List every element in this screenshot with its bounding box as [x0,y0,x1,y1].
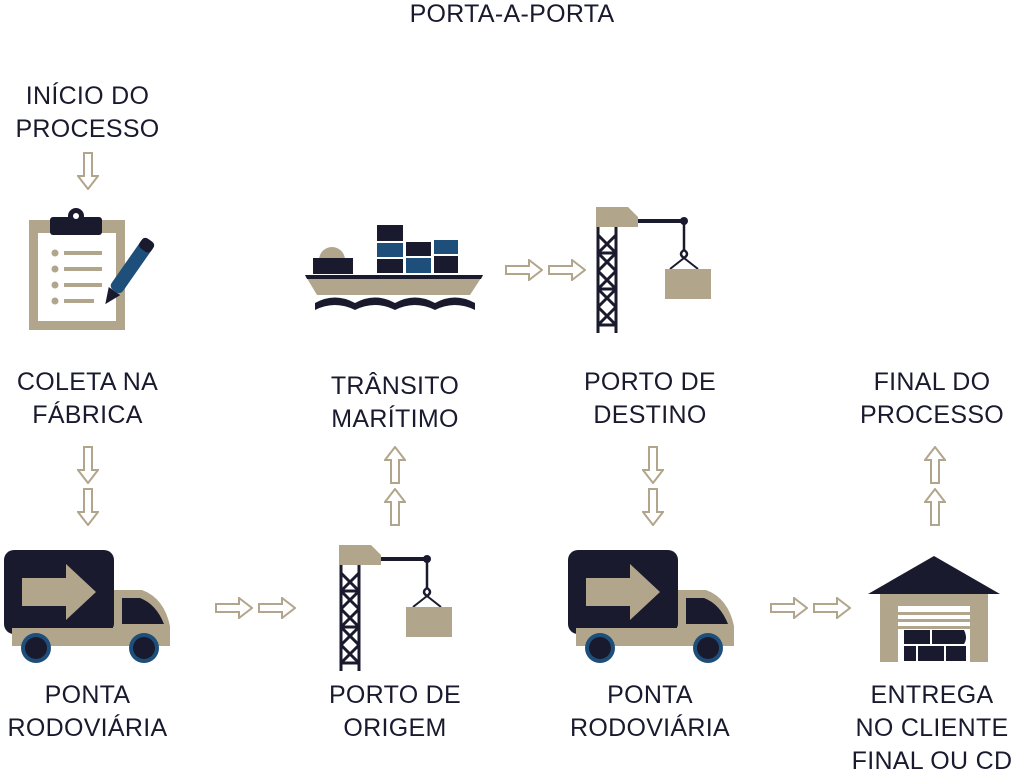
label-porto-de-origem: PORTO DE ORIGEM [300,679,490,745]
label-line: PONTA [44,681,131,709]
label-line: PONTA [607,681,693,709]
label-line: DESTINO [593,401,707,429]
label-line: INÍCIO DO [25,82,150,110]
crane-icon [339,545,452,671]
arrow-right-icon [258,597,296,619]
arrow-right-icon [770,597,808,619]
label-transito-maritimo: TRÂNSITO MARÍTIMO [300,370,490,436]
arrow-right-icon [505,259,543,281]
label-line: RODOVIÁRIA [7,714,168,742]
arrow-down-icon [77,446,99,484]
label-line: TRÂNSITO [330,372,460,400]
arrow-down-icon [642,446,664,484]
label-porto-de-destino: PORTO DE DESTINO [560,366,740,432]
label-line: FÁBRICA [32,401,143,429]
label-ponta-rodoviaria-2: PONTA RODOVIÁRIA [560,679,740,745]
arrow-right-icon [813,597,851,619]
arrow-down-icon [77,152,99,190]
arrow-right-icon [548,259,586,281]
label-coleta-na-fabrica: COLETA NA FÁBRICA [0,366,175,432]
warehouse-icon [868,556,1000,662]
diagram-title: PORTA-A-PORTA [409,0,615,28]
truck-icon [568,550,734,663]
label-line: ENTREGA [870,681,994,709]
truck-icon [4,550,170,663]
arrow-up-icon [924,446,946,484]
label-inicio-do-processo: INÍCIO DO PROCESSO [0,80,175,146]
label-line: PROCESSO [15,115,160,143]
label-ponta-rodoviaria-1: PONTA RODOVIÁRIA [0,679,175,745]
label-line: PORTO DE [583,368,717,396]
label-line: FINAL DO [873,368,991,396]
arrow-down-icon [77,488,99,526]
arrow-right-icon [215,597,253,619]
label-line: FINAL OU CD [851,747,1013,775]
clipboard-pen-icon [29,208,155,330]
label-line: ORIGEM [343,714,447,742]
label-line: RODOVIÁRIA [570,714,730,742]
label-line: PORTO DE [328,681,462,709]
label-entrega-no-cliente: ENTREGA NO CLIENTE FINAL OU CD [840,679,1024,778]
label-line: COLETA NA [16,368,159,396]
arrow-down-icon [642,488,664,526]
arrow-up-icon [384,446,406,484]
arrow-up-icon [924,488,946,526]
cargo-ship-icon [305,225,483,310]
arrow-up-icon [384,488,406,526]
crane-icon [596,207,711,333]
label-line: MARÍTIMO [331,405,459,433]
label-line: NO CLIENTE [855,714,1009,742]
label-final-do-processo: FINAL DO PROCESSO [840,366,1024,432]
label-line: PROCESSO [859,401,1005,429]
